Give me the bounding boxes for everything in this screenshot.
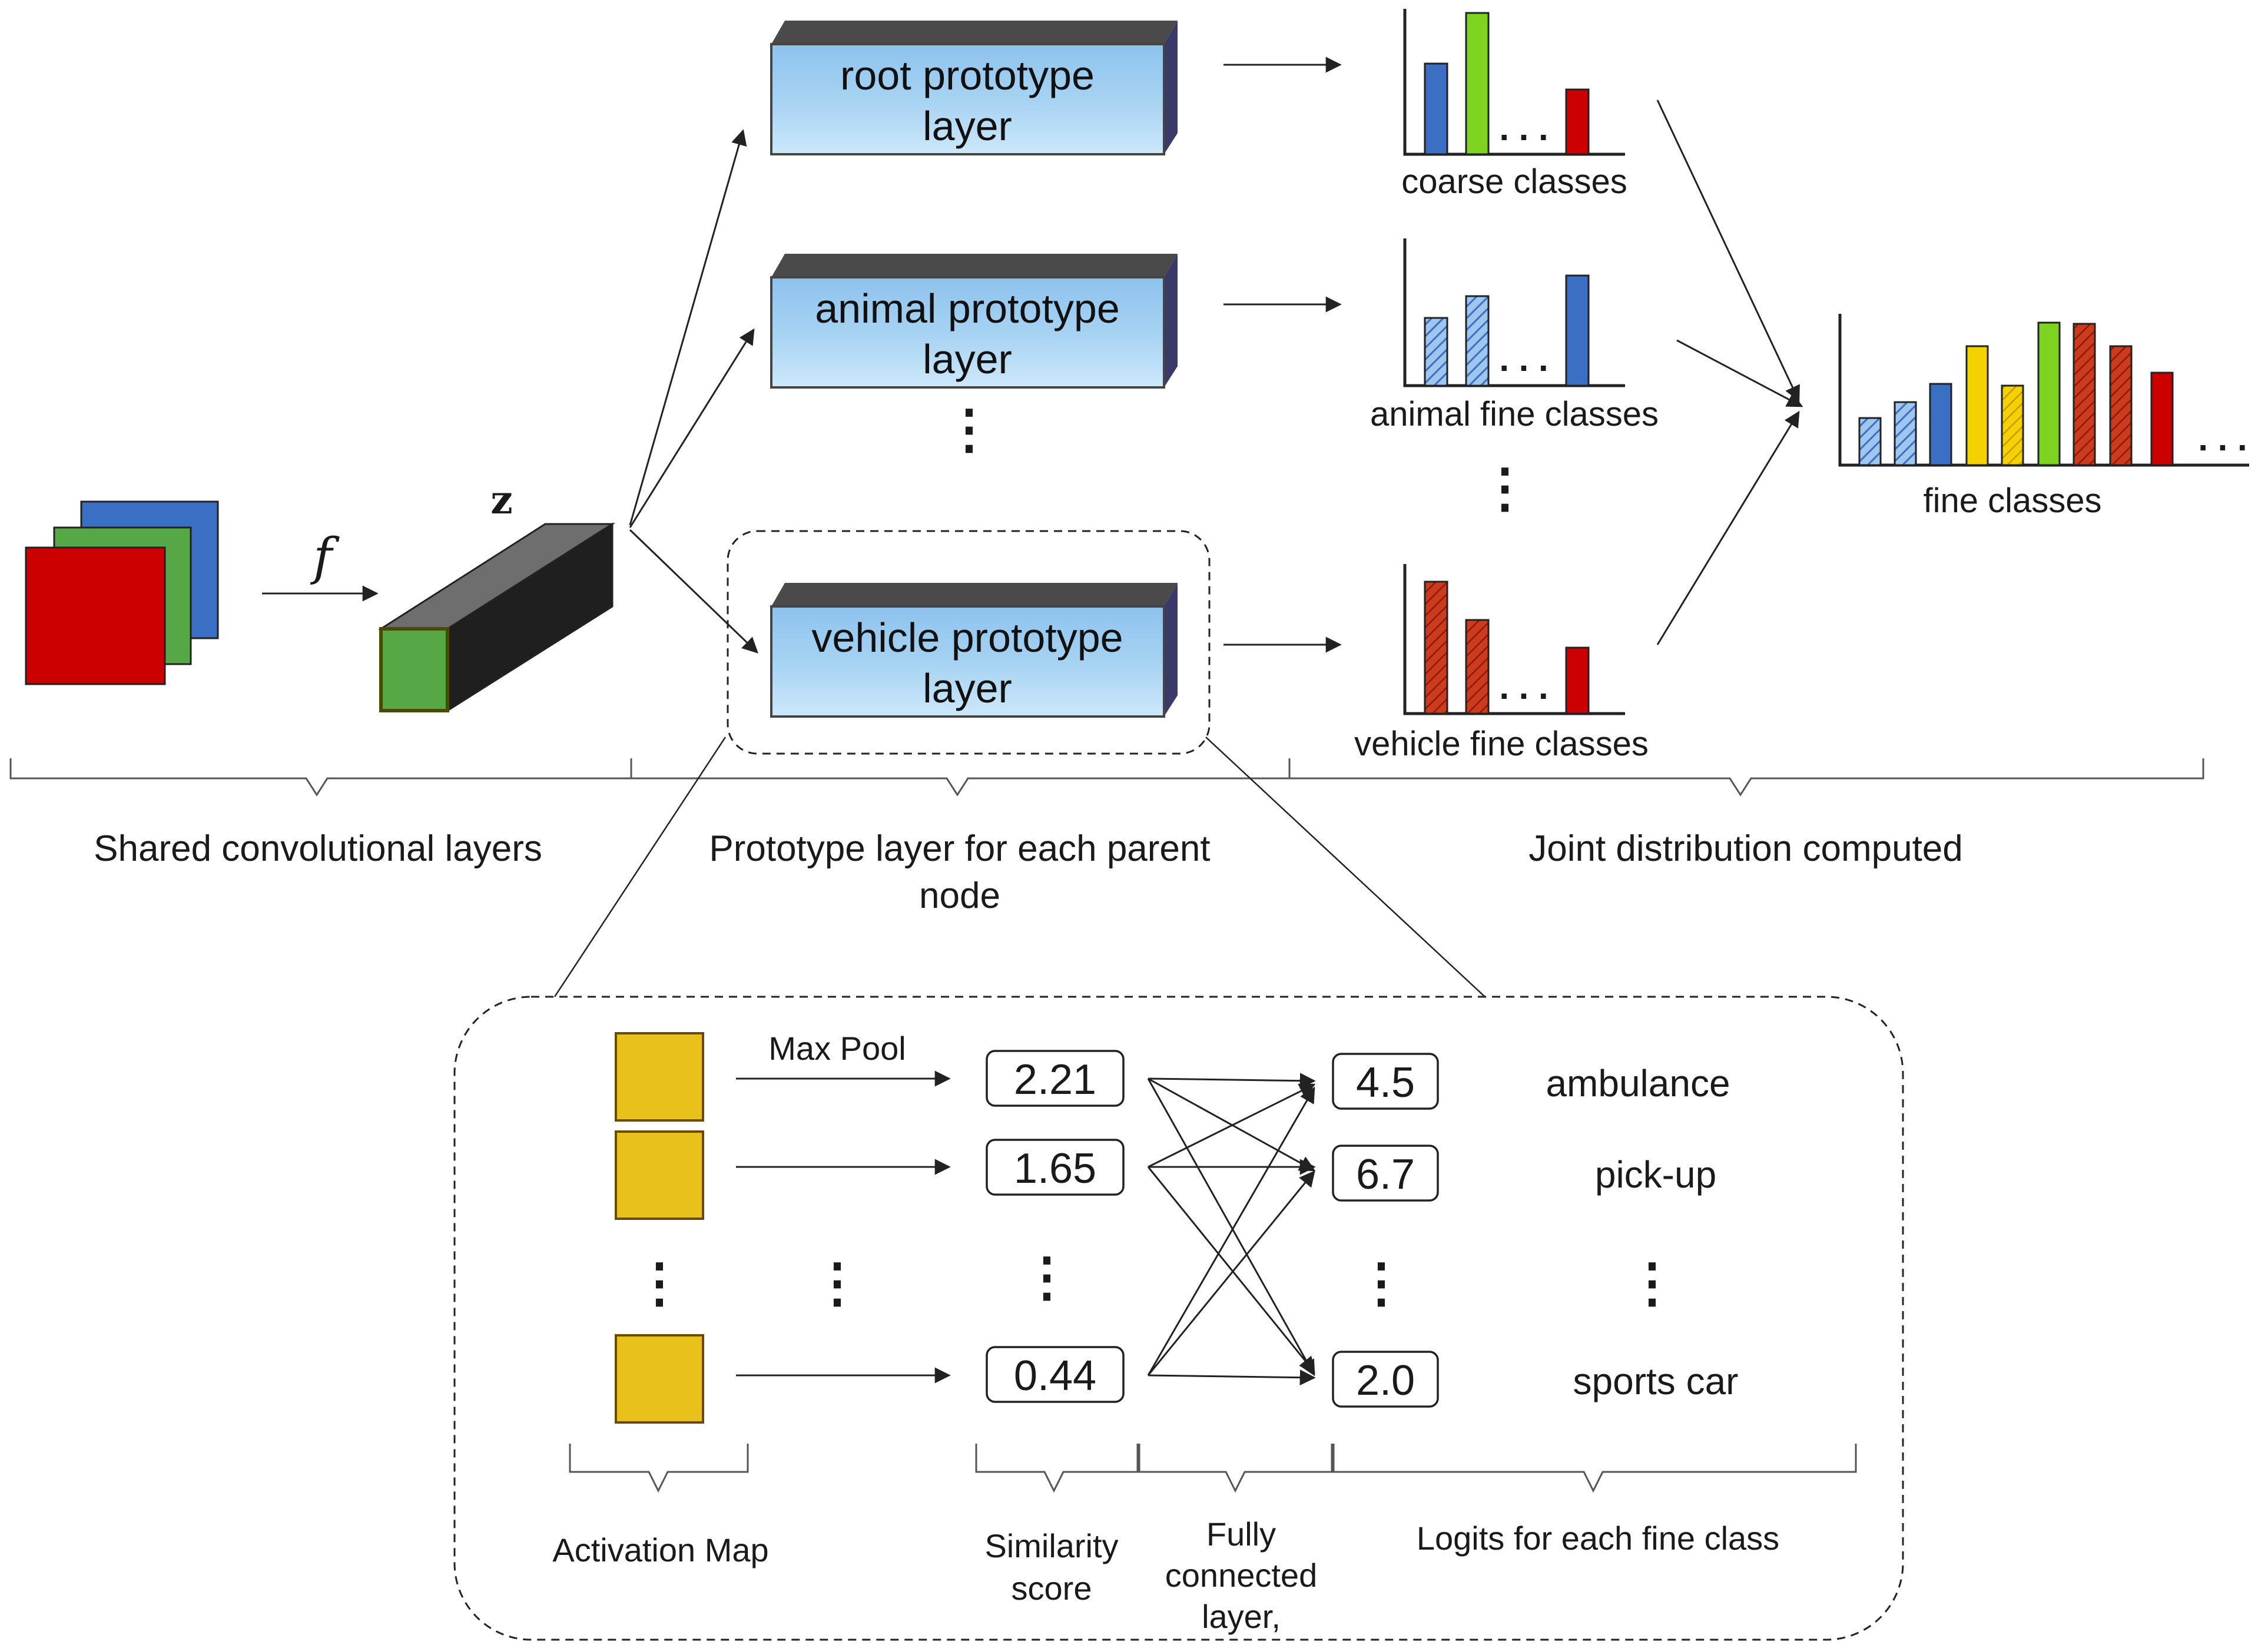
similarity-scores: 2.21 1.65 ⋮ 0.44 <box>986 1050 1125 1403</box>
animal-fine-bar <box>1465 295 1490 387</box>
vehicle-fine-histogram: . . . vehicle fine classes <box>1354 564 1649 763</box>
similarity-value: 2.21 <box>1014 1056 1096 1103</box>
feature-tensor <box>377 522 616 712</box>
fine-classes-label: fine classes <box>1923 482 2101 520</box>
fine-bar <box>1929 383 1952 466</box>
zoom-line-left <box>553 737 727 997</box>
brace-fully-connected <box>1138 1444 1333 1493</box>
joint-fine-histogram: . . . fine classes <box>1838 314 2249 520</box>
feature-vector-face <box>379 627 449 712</box>
pool-ellipsis: ⋮ <box>811 1254 864 1313</box>
coarse-bar <box>1565 88 1590 155</box>
similarity-ellipsis: ⋮ <box>1020 1248 1073 1307</box>
zoom-line-right <box>1205 737 1486 997</box>
input-channel-red <box>25 546 166 685</box>
fine-bar <box>1965 345 1989 466</box>
logits-label: Logits for each fine class <box>1417 1520 1779 1557</box>
brace-joint <box>1288 758 2204 797</box>
animal-fine-classes-label: animal fine classes <box>1370 395 1659 433</box>
class-name: sports car <box>1573 1360 1739 1402</box>
brace-logits <box>1332 1444 1857 1493</box>
fully-connected-edges <box>1147 1073 1316 1386</box>
activation-map-label: Activation Map <box>552 1531 768 1568</box>
vehicle-ellipsis: . . . <box>1499 667 1548 707</box>
arrow-coarse-to-joint <box>1656 100 1800 402</box>
activation-map <box>615 1334 704 1424</box>
max-pool-label: Max Pool <box>768 1030 906 1067</box>
similarity-box <box>986 1346 1125 1403</box>
fine-bar <box>2001 384 2024 466</box>
similarity-value: 1.65 <box>1014 1145 1096 1192</box>
similarity-value: 0.44 <box>1014 1352 1096 1399</box>
feature-label: z <box>490 477 512 523</box>
logit-value: 6.7 <box>1356 1151 1415 1198</box>
vehicle-fine-classes-label: vehicle fine classes <box>1354 725 1649 763</box>
coarse-classes-label: coarse classes <box>1401 162 1627 201</box>
similarity-box <box>986 1139 1125 1196</box>
animal-fine-bar <box>1565 274 1590 387</box>
class-name: pick-up <box>1595 1153 1716 1196</box>
logit-ellipsis: ⋮ <box>1355 1254 1408 1313</box>
fine-bar <box>2073 323 2096 466</box>
vehicle-fine-bar <box>1465 619 1490 715</box>
logit-value: 2.0 <box>1356 1357 1415 1404</box>
arrow-to-vehicle <box>629 529 758 654</box>
fine-ellipsis: . . . <box>2198 419 2247 458</box>
class-ellipsis: ⋮ <box>1626 1254 1679 1313</box>
activation-map <box>615 1032 704 1122</box>
fine-bar <box>1858 417 1882 466</box>
brace-activation <box>569 1444 749 1493</box>
activation-maps: ⋮ <box>615 1032 704 1424</box>
prototype-ellipsis: ⋮ <box>943 400 996 459</box>
arrow-animal-to-joint <box>1676 339 1803 407</box>
section-shared-label: Shared convolutional layers <box>94 828 542 869</box>
coarse-ellipsis: . . . <box>1499 108 1548 148</box>
logits: 4.5 6.7 ⋮ 2.0 <box>1332 1053 1439 1408</box>
arrow-to-root <box>629 129 747 526</box>
histogram-ellipsis: ⋮ <box>1478 459 1531 518</box>
input-image-stack <box>25 500 219 685</box>
fine-bar <box>1894 401 1917 466</box>
coarse-histogram: . . . coarse classes <box>1401 9 1627 201</box>
logit-value: 4.5 <box>1356 1059 1415 1106</box>
function-label: f <box>310 528 340 586</box>
coarse-bar <box>1465 12 1490 155</box>
fine-bar <box>2037 321 2061 466</box>
similarity-box <box>986 1050 1125 1107</box>
vehicle-fine-bar <box>1424 581 1448 715</box>
brace-similarity <box>975 1444 1139 1493</box>
activation-ellipsis: ⋮ <box>633 1254 686 1313</box>
animal-fine-bar <box>1424 317 1448 387</box>
section-joint-label: Joint distribution computed <box>1528 828 1963 869</box>
fine-bar <box>2150 372 2174 466</box>
arrow-to-animal <box>629 328 755 528</box>
logit-box <box>1332 1145 1439 1202</box>
arrow-vehicle-to-joint <box>1656 410 1800 645</box>
vehicle-layer-detail-panel <box>453 996 1904 1641</box>
vehicle-highlight-box <box>727 530 1211 755</box>
root-prototype-text: root prototype <box>840 52 1095 98</box>
animal-fine-histogram: . . . animal fine classes <box>1370 238 1659 433</box>
vehicle-fine-bar <box>1565 646 1590 715</box>
logit-box <box>1332 1351 1439 1408</box>
brace-prototype <box>630 758 1291 797</box>
animal-ellipsis: . . . <box>1499 339 1548 379</box>
activation-map <box>615 1130 704 1220</box>
logit-box <box>1332 1053 1439 1110</box>
coarse-bar <box>1424 62 1448 155</box>
class-name: ambulance <box>1546 1062 1730 1105</box>
brace-shared <box>9 758 632 797</box>
fine-bar <box>2109 345 2133 466</box>
